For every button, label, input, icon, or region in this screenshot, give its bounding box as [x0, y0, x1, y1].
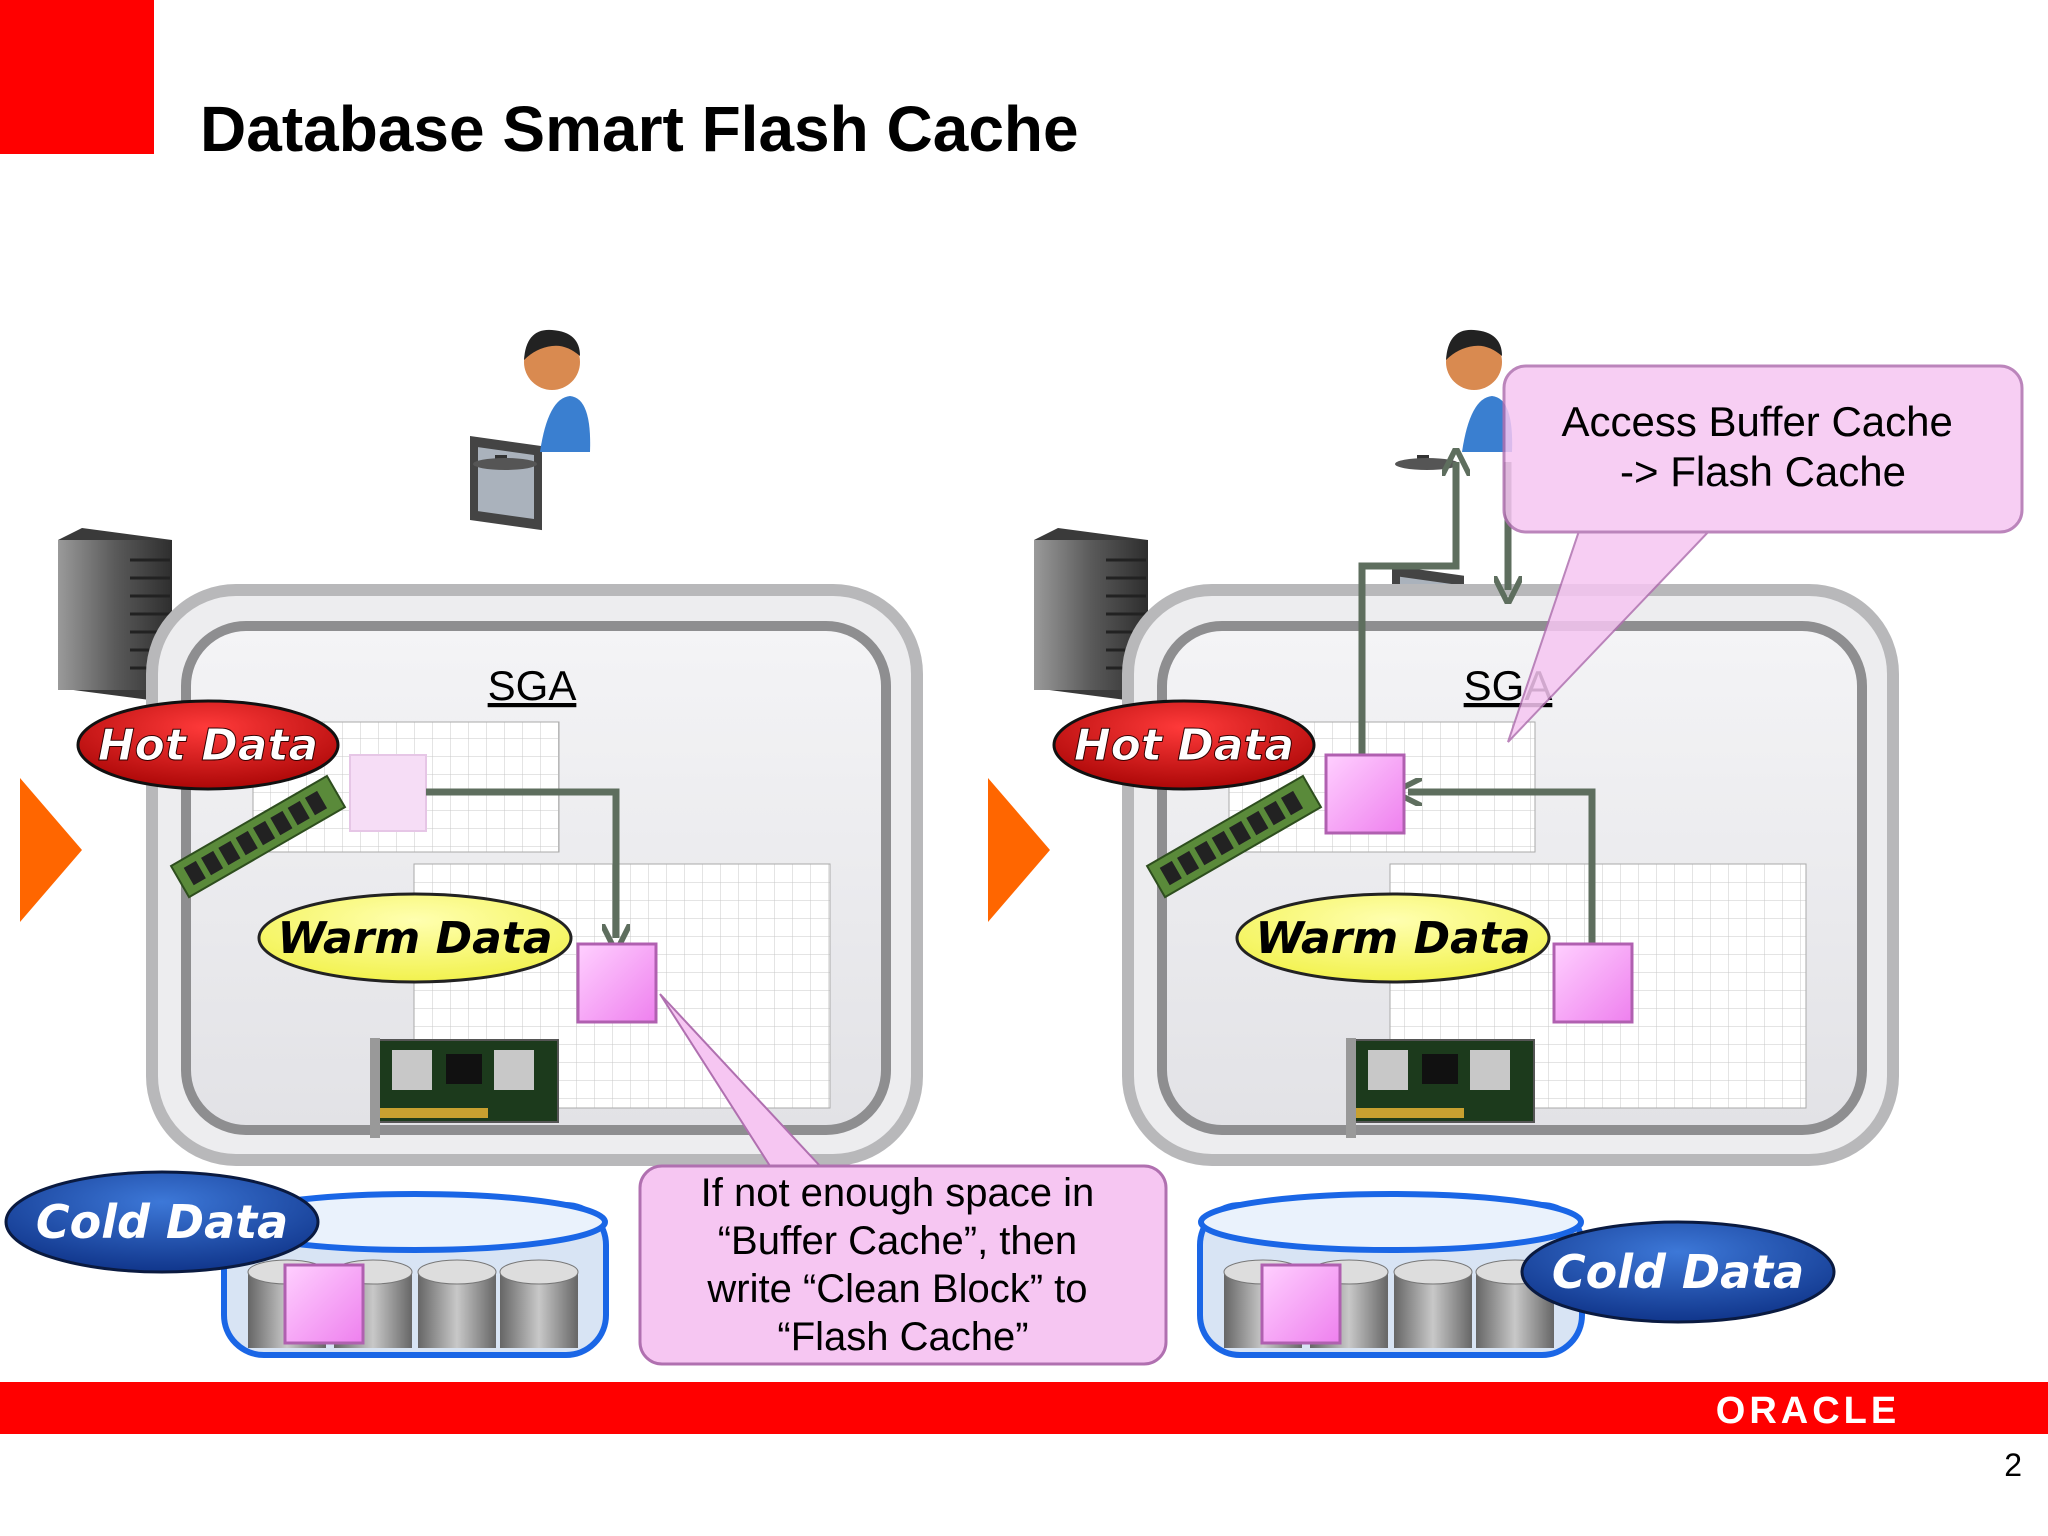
right-callout [1502, 364, 2024, 743]
memory-module-icon [169, 774, 347, 899]
return-to-user-arrow [1358, 462, 1456, 755]
right-callout-line: Access Buffer Cache [1561, 398, 1952, 445]
left-callout-text: If not enough space in “Buffer Cache”, t… [701, 1171, 1106, 1359]
evicted-block-faded [349, 754, 427, 832]
disk-storage [221, 1191, 609, 1358]
left-callout-line: If not enough space in [701, 1171, 1095, 1215]
left-callout-line: “Buffer Cache”, then [718, 1219, 1077, 1263]
buffer-block [1324, 753, 1406, 835]
oracle-logo-text: ORACLE [1716, 1390, 1900, 1432]
user-computer-icon [470, 329, 591, 531]
right-step-triangle [988, 778, 1050, 922]
oracle-logo: ORACLE [1716, 1390, 1900, 1432]
cold-data-pill: Cold Data [1520, 1220, 1836, 1324]
left-step-triangle [20, 778, 82, 922]
cold-block [1260, 1263, 1342, 1345]
right-callout-text: Access Buffer Cache -> Flash Cache [1561, 398, 1964, 495]
slide-title: Database Smart Flash Cache [200, 93, 1079, 165]
left-callout-line: write “Clean Block” to [706, 1267, 1087, 1311]
warm-data-pill: Warm Data [1235, 892, 1551, 984]
cached-block [576, 942, 658, 1024]
left-callout-line: “Flash Cache” [777, 1315, 1028, 1359]
left-panel: SGA [4, 329, 1168, 1366]
brand-corner-block [0, 0, 154, 154]
warm-data-label: Warm Data [277, 913, 552, 964]
flash-card-icon [370, 1038, 559, 1138]
disk-storage [1197, 1191, 1585, 1358]
footer-bar [0, 1382, 2048, 1434]
hot-data-pill: Hot Data [76, 699, 340, 791]
server-tower-icon [1034, 528, 1148, 700]
right-panel: SGA Hot [988, 329, 2024, 1358]
left-callout: If not enough space in “Buffer Cache”, t… [638, 993, 1168, 1366]
hot-data-label: Hot Data [98, 720, 318, 771]
hot-data-pill: Hot Data [1052, 699, 1316, 791]
memory-module-icon [1145, 774, 1323, 899]
sga-label: SGA [488, 662, 577, 709]
hot-data-label: Hot Data [1074, 720, 1294, 771]
warm-data-label: Warm Data [1255, 913, 1530, 964]
flash-card-icon [1346, 1038, 1535, 1138]
promote-arrow [1408, 792, 1596, 944]
page-number: 2 [2004, 1447, 2022, 1483]
cold-data-pill: Cold Data [4, 1170, 320, 1274]
cold-data-label: Cold Data [1552, 1245, 1804, 1299]
cold-data-label: Cold Data [36, 1195, 288, 1249]
right-callout-line: -> Flash Cache [1620, 448, 1906, 495]
warm-data-pill: Warm Data [257, 892, 573, 984]
flash-block [1552, 942, 1634, 1024]
eviction-arrow [426, 788, 616, 938]
cold-block [283, 1263, 365, 1345]
